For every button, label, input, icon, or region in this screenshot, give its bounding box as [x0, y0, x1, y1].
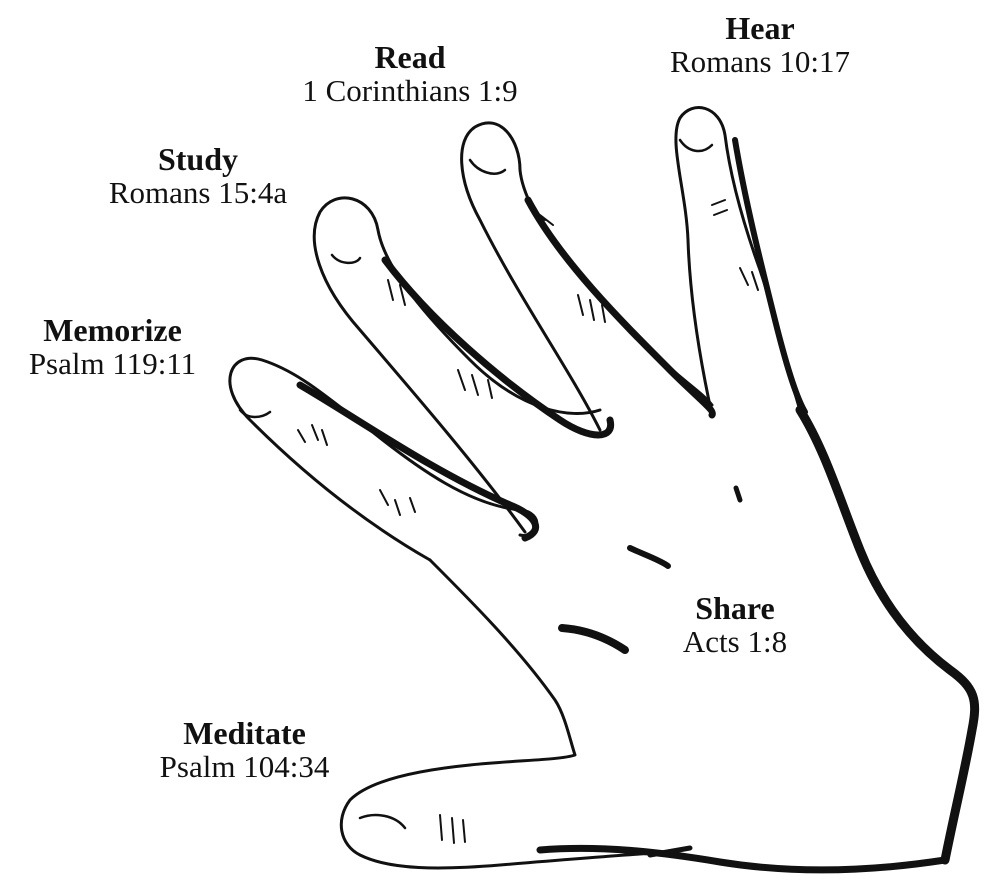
index-nail: [680, 140, 712, 151]
ring-nail: [332, 255, 360, 263]
middle-nail: [470, 160, 505, 174]
palm-line-3: [736, 488, 740, 500]
hear-heading: Hear: [640, 12, 880, 44]
meditate-heading: Meditate: [122, 717, 367, 749]
label-memorize: Memorize Psalm 119:11: [0, 314, 225, 379]
palm-line-2: [562, 628, 625, 650]
thumb-nail: [360, 815, 405, 828]
memorize-heading: Memorize: [0, 314, 225, 346]
middle-finger-shadow: [528, 200, 712, 415]
ring-finger-shadow: [385, 260, 611, 435]
study-reference: Romans 15:4a: [78, 177, 318, 208]
crease-pinky: [298, 425, 415, 515]
hear-reference: Romans 10:17: [640, 46, 880, 77]
label-hear: Hear Romans 10:17: [640, 12, 880, 77]
study-heading: Study: [78, 143, 318, 175]
index-finger-shadow: [735, 140, 805, 412]
thumb-knuckle-lines: [440, 815, 465, 843]
palm-edge-bottom: [540, 848, 945, 869]
label-share: Share Acts 1:8: [650, 592, 820, 657]
read-reference: 1 Corinthians 1:9: [255, 75, 565, 106]
palm-edge-right: [800, 410, 975, 860]
label-study: Study Romans 15:4a: [78, 143, 318, 208]
label-meditate: Meditate Psalm 104:34: [122, 717, 367, 782]
label-read: Read 1 Corinthians 1:9: [255, 41, 565, 106]
meditate-reference: Psalm 104:34: [122, 751, 367, 782]
palm-line-1: [630, 548, 668, 566]
share-heading: Share: [650, 592, 820, 624]
share-reference: Acts 1:8: [650, 626, 820, 657]
memorize-reference: Psalm 119:11: [0, 348, 225, 379]
read-heading: Read: [255, 41, 565, 73]
thumb: [341, 560, 670, 868]
pinky-finger-shadow: [300, 385, 536, 538]
